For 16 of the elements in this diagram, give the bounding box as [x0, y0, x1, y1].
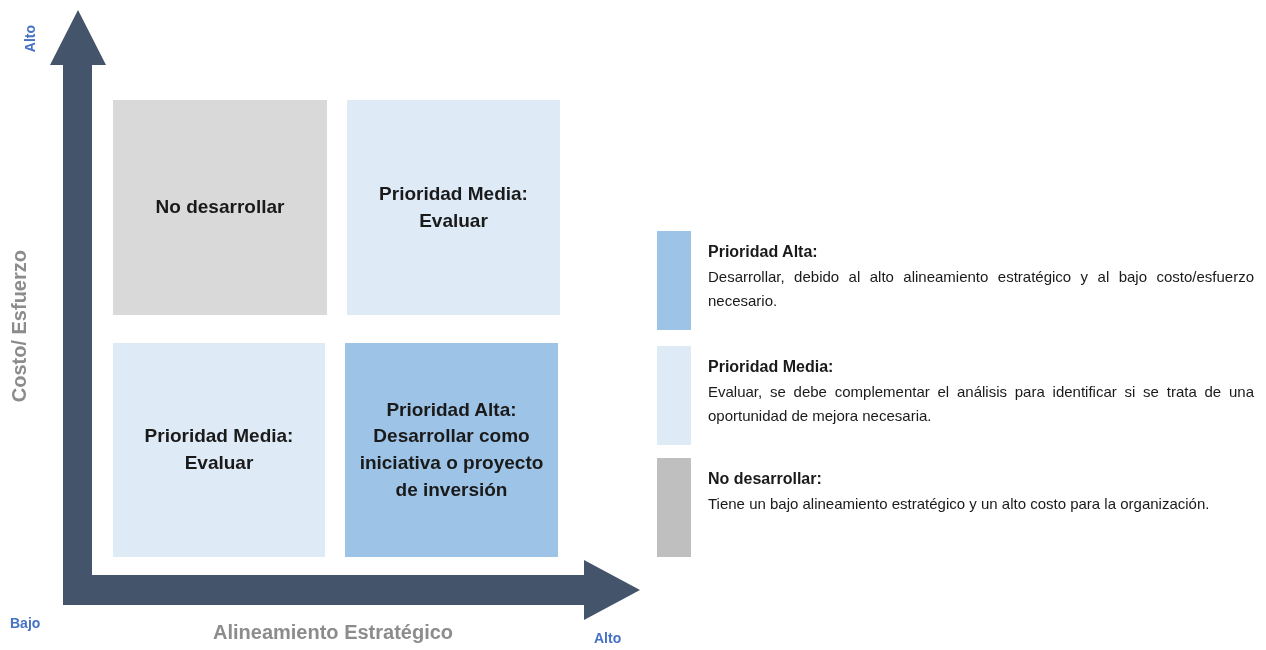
quadrant-box: [113, 100, 327, 315]
axis-title: Alineamiento Estratégico: [213, 621, 454, 644]
axis-end-label: Alto: [22, 25, 38, 53]
quadrant-label: Prioridad Alta: Desarrollar como iniciativa o proyecto de inversión: [359, 398, 544, 500]
quadrant-label: No desarrollar: [155, 196, 285, 218]
quadrant-label: Prioridad Media: Evaluar: [144, 425, 294, 473]
axis-end-label: Bajo: [10, 615, 41, 631]
legend-text: Prioridad Media: Evaluar, se debe complementar el análisis para identificar si se trata de una oportunidad de mejora necesaria.: [708, 357, 1254, 426]
legend-text: No desarrollar: Tiene un bajo alineamiento estratégico y un alto costo para la organización.: [708, 469, 1211, 514]
quadrant-label: Prioridad Media: Evaluar: [379, 182, 528, 231]
legend-text: Prioridad Alta: Desarrollar, debido al alto alineamiento estratégico y al bajo costo/esfuerzo necesario.: [708, 242, 1254, 311]
quadrant-box: [347, 100, 560, 315]
axis-title: Costo/ Esfuerzo: [8, 250, 31, 403]
quadrant-box: [345, 343, 558, 557]
quadrant-box: [113, 343, 325, 557]
axis-end-label: Alto: [594, 630, 622, 646]
